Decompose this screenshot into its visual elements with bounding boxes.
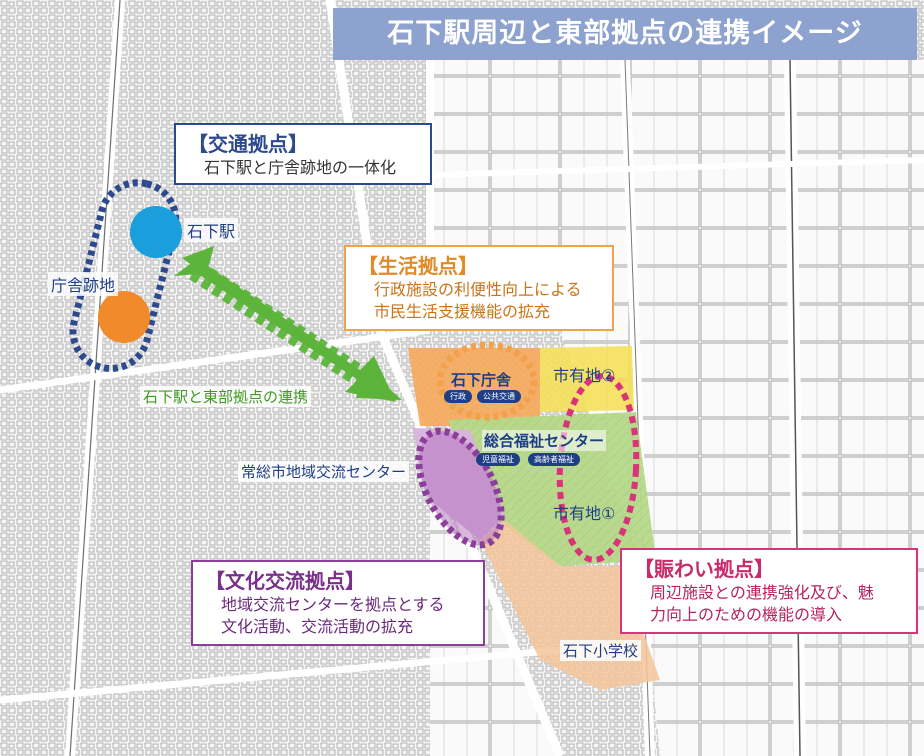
bustle-hub-line-2: 力向上のための機能の導入 [650, 605, 843, 624]
culture-hub-callout: 【文化交流拠点】 地域交流センターを拠点とする 文化活動、交流活動の拡充 [191, 560, 485, 646]
badge-administration: 行政 [444, 390, 472, 403]
transport-hub-heading: 【交通拠点】 [188, 132, 308, 156]
living-hub-outline [436, 341, 538, 421]
station-dot [130, 206, 182, 258]
living-hub-heading: 【生活拠点】 [358, 254, 478, 278]
old-office-dot [98, 291, 150, 343]
living-hub-line-1: 行政施設の利便性向上による [374, 280, 582, 299]
community-center-label: 常総市地域交流センター [238, 461, 410, 482]
city-land-2-area [540, 346, 634, 412]
link-label: 石下駅と東部拠点の連携 [140, 386, 312, 407]
city-office-label: 石下庁舎 [451, 371, 512, 389]
bustle-hub-callout: 【賑わい拠点】 周辺施設との連携強化及び、魅 力向上のための機能の導入 [620, 548, 918, 634]
welfare-center-label: 総合福祉センター [482, 430, 607, 451]
badge-child-welfare: 児童福祉 [476, 453, 520, 466]
transport-hub-outline [69, 179, 180, 373]
page-title: 石下駅周辺と東部拠点の連携イメージ [333, 8, 917, 60]
badge-public-transport: 公共交通 [477, 390, 521, 403]
station-label: 石下駅 [184, 218, 239, 242]
old-office-site-label: 庁舎跡地 [48, 272, 119, 296]
transport-hub-line-1: 石下駅と庁舎跡地の一体化 [204, 158, 397, 177]
bustle-hub-line-1: 周辺施設との連携強化及び、魅 [650, 583, 874, 602]
office-area [408, 348, 540, 426]
link-arrow [174, 246, 402, 402]
city-land-1-label: 市有地① [553, 504, 616, 523]
living-hub-callout: 【生活拠点】 行政施設の利便性向上による 市民生活支援機能の拡充 [344, 245, 614, 331]
bustle-hub-outline [556, 373, 640, 563]
culture-hub-heading: 【文化交流拠点】 [205, 569, 365, 593]
transport-hub-callout: 【交通拠点】 石下駅と庁舎跡地の一体化 [174, 123, 432, 185]
living-hub-line-2: 市民生活支援機能の拡充 [374, 302, 551, 321]
bustle-hub-heading: 【賑わい拠点】 [634, 557, 774, 581]
culture-hub-line-1: 地域交流センターを拠点とする [221, 595, 445, 614]
school-label: 石下小学校 [560, 640, 642, 661]
city-land-2-label: 市有地② [553, 366, 616, 385]
badge-elderly-welfare: 高齢者福祉 [528, 453, 580, 466]
culture-hub-line-2: 文化活動、交流活動の拡充 [221, 617, 414, 636]
